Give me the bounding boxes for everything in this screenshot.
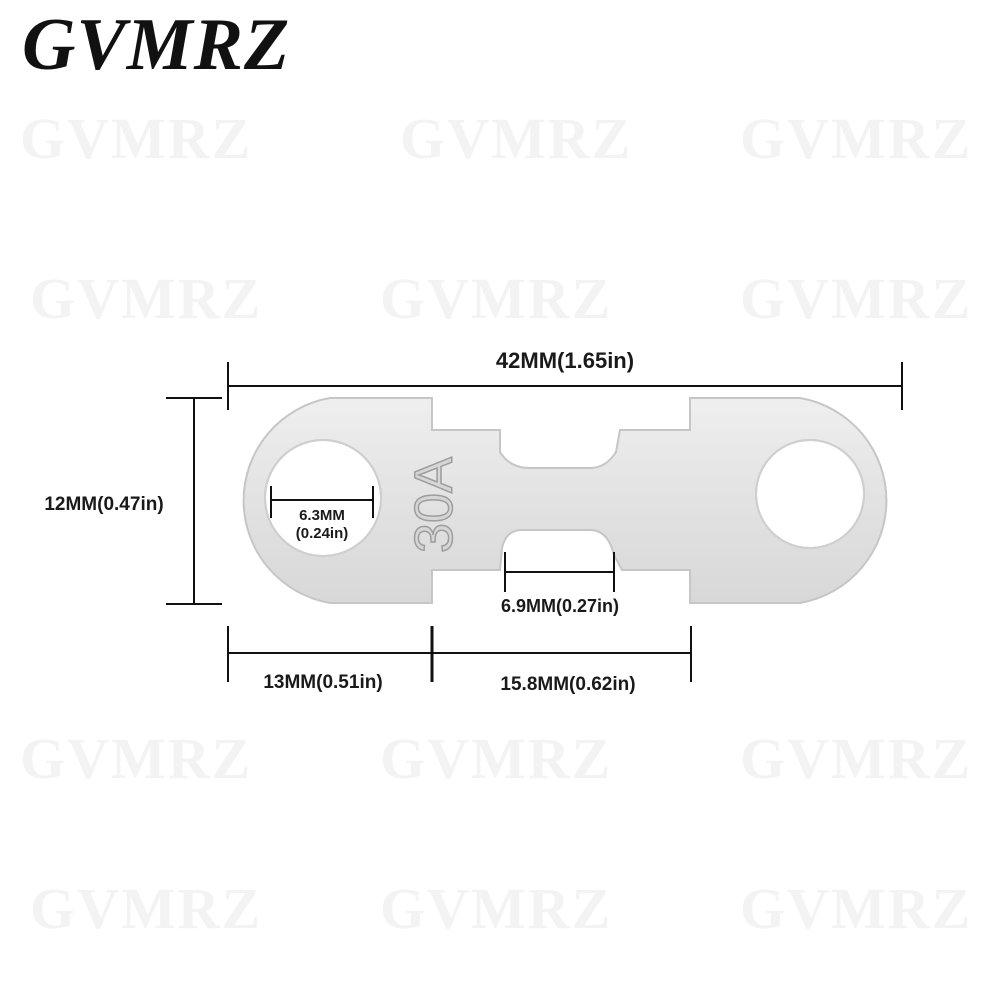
rating-marking: 30A: [404, 457, 464, 553]
height-label: 12MM(0.47in): [44, 494, 163, 515]
center-span-dimension: [432, 626, 692, 682]
watermark: GVMRZ: [400, 106, 633, 171]
watermark: GVMRZ: [740, 106, 973, 171]
watermark: GVMRZ: [380, 266, 613, 331]
brand-logo: GVMRZ: [22, 4, 291, 86]
watermark: GVMRZ: [30, 266, 263, 331]
neck-length-dimension: [504, 552, 615, 592]
watermark: GVMRZ: [380, 876, 613, 941]
watermark: GVMRZ: [30, 876, 263, 941]
hole-diameter-mm-label: 6.3MM: [299, 507, 345, 524]
center-span-label: 15.8MM(0.62in): [500, 674, 635, 695]
end-to-center-label: 13MM(0.51in): [263, 672, 382, 693]
height-dimension: [166, 397, 222, 605]
watermark: GVMRZ: [380, 726, 613, 791]
hole-diameter-in-label: (0.24in): [296, 525, 349, 542]
left-mounting-hole: [264, 439, 382, 557]
watermark: GVMRZ: [20, 726, 253, 791]
watermark: GVMRZ: [740, 876, 973, 941]
neck-length-label: 6.9MM(0.27in): [501, 596, 619, 616]
hole-diameter-dimension: [270, 486, 374, 518]
watermark: GVMRZ: [740, 726, 973, 791]
watermark: GVMRZ: [20, 106, 253, 171]
overall-length-label: 42MM(1.65in): [496, 348, 634, 373]
right-mounting-hole: [755, 439, 865, 549]
overall-length-dimension: [227, 362, 903, 410]
watermark: GVMRZ: [740, 266, 973, 331]
